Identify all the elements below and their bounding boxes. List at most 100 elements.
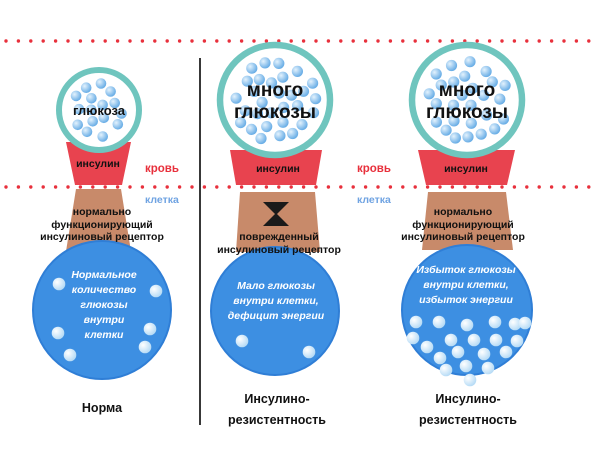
glucose-bead [447,99,460,111]
cell-description: Избыток глюкозы внутри клетки, избыток э… [416,264,516,306]
glucose-bead [255,132,267,145]
insulin-shape [230,150,322,185]
glucose-bead [310,93,322,105]
glucose-bead [230,92,242,104]
glucose-bead [465,117,477,129]
glucose-bead [486,76,498,88]
glucose-bead [256,96,268,108]
glucose-bead [81,126,93,138]
glucose-bead [499,79,511,91]
glucose-bead [274,130,286,142]
glucose-bead [259,57,271,69]
glucose-bead [261,121,273,133]
glucose-bead [291,65,303,77]
glucose-bead [285,89,298,101]
glucose-beads [230,57,322,145]
glucose-bead [116,108,127,119]
blood-zone-label: кровь [145,163,179,175]
column-normal [32,67,172,380]
glucose-bead [265,77,278,89]
glucose-bead [448,115,460,127]
glucose-label: много глюкозы [233,80,317,123]
glucose-bead [296,119,308,131]
glucose-bead [475,128,487,140]
glucose-bead [456,89,468,101]
glucose-bead [287,127,299,140]
receptor-shape [422,192,513,250]
cell-zone-label-2: клетка [357,194,391,206]
column-caption: Инсулино- резистентность [419,392,517,427]
glucose-bead [445,59,458,72]
glucose-bead [85,104,97,116]
glucose-bead [246,62,258,74]
glucose-bead [494,93,506,105]
glucose-bead [86,93,97,104]
glucose-bead [497,113,510,125]
glucose-label: глюкоза [72,103,126,118]
glucose-bead [245,123,258,135]
glucose-bead [70,90,82,102]
glucose-bead [435,79,447,91]
cell-glucose-group [406,315,532,387]
blood-zone-label-2: кровь [357,163,391,175]
glucose-ball [56,67,142,153]
glucose-bead [307,107,320,119]
glucose-beads [423,56,511,144]
glucose-bead [430,68,442,80]
glucose-bead [273,87,285,99]
glucose-bead [489,123,501,135]
glucose-bead [98,112,110,124]
glucose-bead [292,100,304,112]
glucose-bead [478,89,490,101]
insulin-shape [66,142,131,185]
glucose-bead [449,132,461,144]
glucose-bead [235,117,247,129]
glucose-bead [481,109,493,121]
glucose-ball [216,41,334,159]
glucose-bead [73,103,85,115]
glucose-bead [248,85,260,97]
column-resistance-excess [401,41,533,387]
glucose-bead [277,71,289,83]
column-caption: Инсулино- резистентность [228,392,326,427]
glucose-bead [80,82,92,93]
glucose-bead [459,70,471,82]
glucose-bead [464,56,476,68]
receptor-label: поврежденный инсулиновый рецептор [217,231,341,256]
receptor-label: нормально функционирующий инсулиновый ре… [401,206,525,243]
glucose-bead [307,77,319,89]
glucose-bead [440,124,452,136]
glucose-bead [251,108,264,120]
glucose-bead [430,116,442,128]
glucose-bead [297,85,310,97]
glucose-bead [87,116,98,127]
damage-marker [263,202,289,226]
glucose-bead [253,73,265,86]
glucose-bead [105,86,116,97]
glucose-bead [95,78,107,89]
glucose-bead [448,76,460,88]
column-caption: Норма [81,401,123,415]
cell-glucose-group [51,277,163,362]
glucose-bead [265,107,277,119]
glucose-bead [465,99,477,111]
glucose-bead [97,99,108,111]
insulin-label: инсулин [444,163,488,175]
glucose-bead [480,65,492,78]
column-resistance-damaged [210,41,340,376]
glucose-bead [109,97,120,109]
cell-glucose-group [235,334,316,359]
glucose-bead [241,75,253,87]
insulin-label: инсулин [76,158,120,170]
glucose-bead [467,82,479,94]
glucose-bead [462,131,474,143]
insulin-label: инсулин [256,163,300,175]
glucose-bead [72,119,83,131]
glucose-label: много глюкозы [425,80,509,123]
glucose-bead [97,131,108,142]
cell-description: Мало глюкозы внутри клетки, дефицит энер… [227,280,325,322]
glucose-ball [408,41,526,159]
glucose-beads [70,78,127,142]
glucose-bead [423,88,435,100]
